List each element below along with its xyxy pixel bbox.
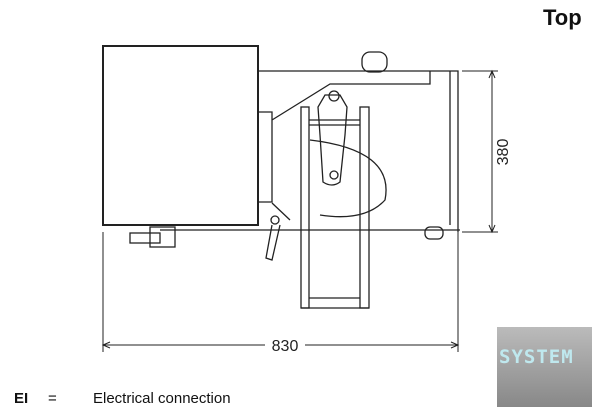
connector [149, 226, 176, 248]
electrical-connection [129, 232, 161, 244]
legend-equals: = [48, 390, 57, 407]
carriage-crossbars [301, 119, 369, 309]
logo-text: SYSTEM [499, 346, 574, 368]
blade-guard [309, 139, 387, 218]
dimension-depth [462, 69, 498, 234]
width-label: 830 [272, 338, 299, 355]
hopper-box [102, 45, 259, 226]
handle [265, 224, 281, 261]
handle-pivot [270, 215, 280, 225]
pusher-arm [317, 94, 348, 186]
carriage-rail-right [359, 106, 370, 309]
depth-label: 380 [495, 139, 512, 166]
foot [424, 226, 444, 240]
machine-body [160, 70, 460, 232]
pivot-lower [329, 170, 339, 180]
legend-description: Electrical connection [93, 390, 231, 407]
motor-knob-top [361, 51, 388, 73]
view-title: Top [543, 5, 582, 30]
dimension-width [101, 232, 460, 352]
legend: EI = Electrical connection [14, 390, 231, 407]
pivot-upper [328, 90, 340, 102]
system-logo: SYSTEM [497, 327, 592, 407]
carriage-rail-left [300, 106, 310, 309]
legend-key: EI [14, 390, 29, 407]
